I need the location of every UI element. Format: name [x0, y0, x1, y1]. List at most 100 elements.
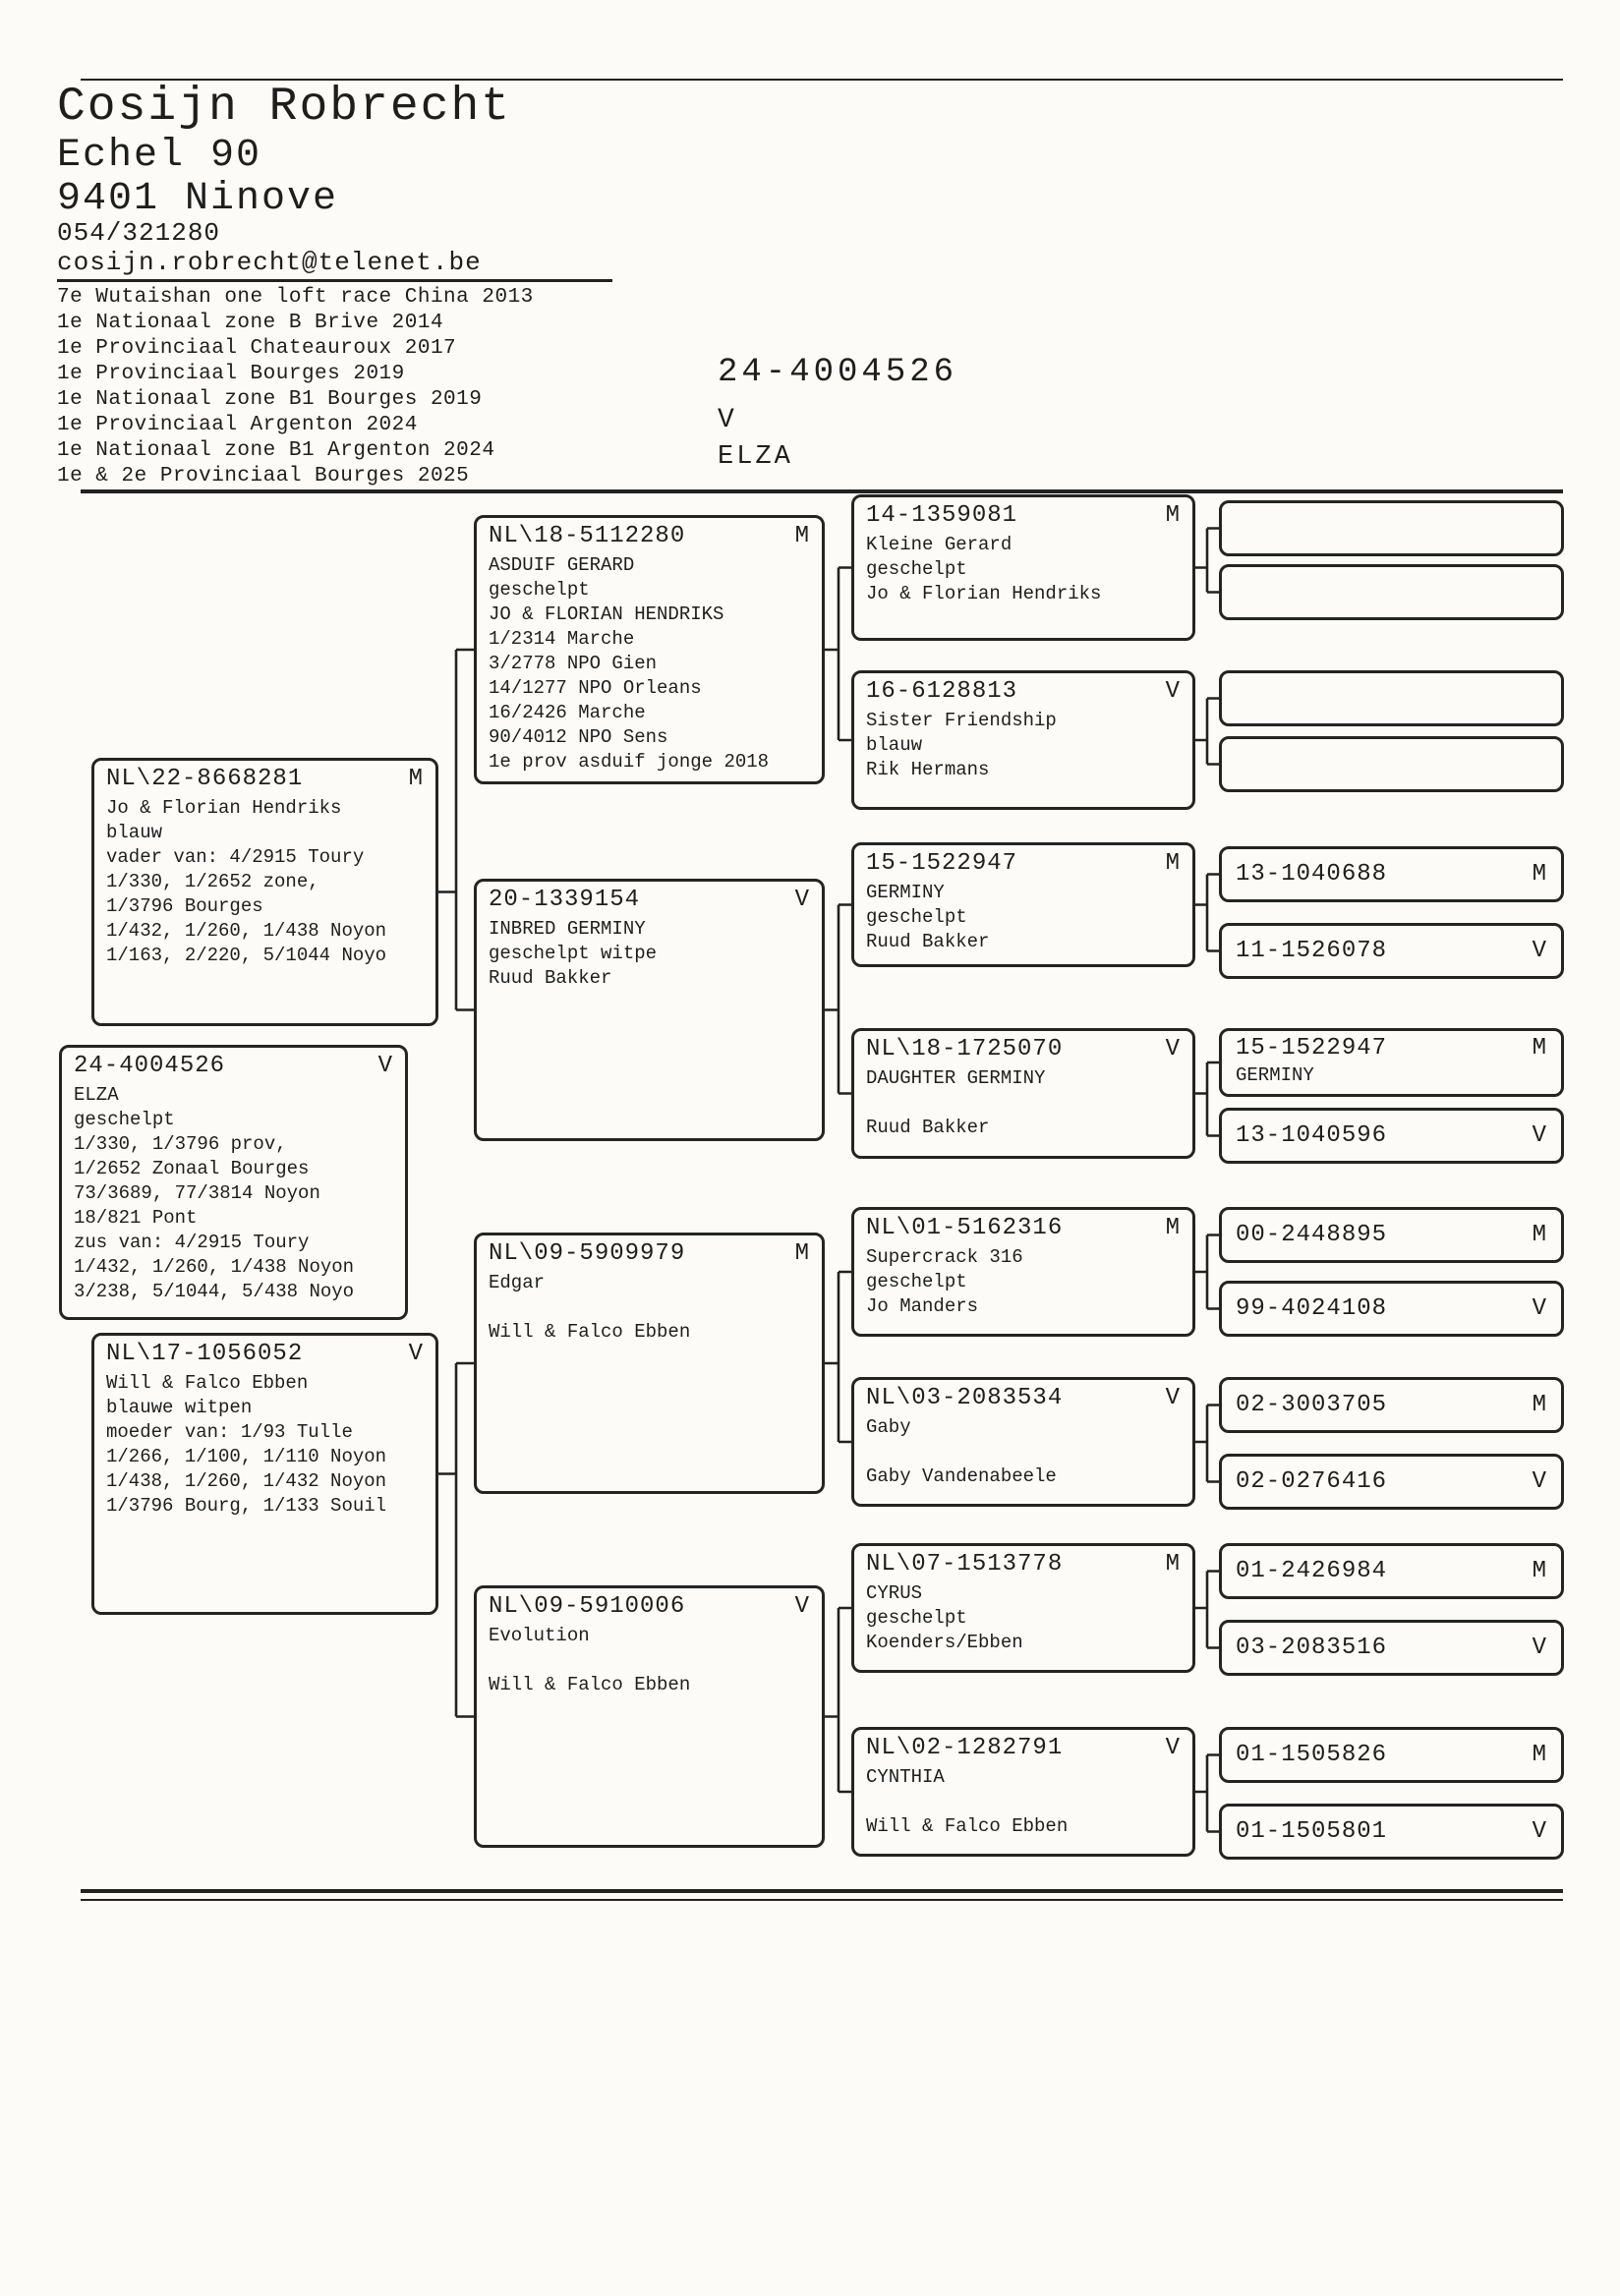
- header-separator-rule: [81, 489, 1563, 493]
- pedigree-box-gen4-16: 01-1505801 V: [1219, 1804, 1564, 1860]
- ring-number: 02-0276416: [1236, 1468, 1388, 1495]
- sex-code: V: [408, 1341, 424, 1367]
- achievement-line: 1e Provinciaal Argenton 2024: [57, 414, 418, 436]
- ring-number: 01-1505801: [1236, 1818, 1388, 1845]
- sex-code: M: [1165, 850, 1181, 877]
- achievement-line: 1e Nationaal zone B1 Bourges 2019: [57, 388, 483, 411]
- box-body: Supercrack 316 geschelpt Jo Manders: [866, 1246, 1023, 1317]
- ring-number: NL\22-8668281: [106, 766, 304, 792]
- box-header: NL\22-8668281 M: [106, 764, 424, 795]
- box-body: CYRUS geschelpt Koenders/Ebben: [866, 1582, 1023, 1653]
- pedigree-box-gen4-4-empty: [1219, 736, 1564, 792]
- pedigree-box-gen4-1-empty: [1219, 500, 1564, 556]
- sex-code: V: [1532, 1818, 1547, 1845]
- sex-code: M: [1532, 861, 1547, 888]
- pedigree-box-gen4-3-empty: [1219, 670, 1564, 726]
- ring-number: NL\09-5909979: [489, 1240, 686, 1267]
- achievement-line: 1e Nationaal zone B1 Argenton 2024: [57, 439, 495, 462]
- box-body: Jo & Florian Hendriks blauw vader van: 4…: [106, 797, 387, 966]
- sex-code: V: [1165, 1735, 1181, 1761]
- pedigree-box-gen2-1: NL\18-5112280 M ASDUIF GERARD geschelpt …: [474, 515, 825, 784]
- box-header: 24-4004526 V: [74, 1051, 393, 1082]
- ring-number: 13-1040596: [1236, 1122, 1388, 1149]
- sex-code: V: [794, 1593, 810, 1620]
- breeder-city: 9401 Ninove: [57, 177, 339, 221]
- box-body: Evolution Will & Falco Ebben: [489, 1625, 691, 1695]
- pedigree-box-gen3-7: NL\07-1513778 M CYRUS geschelpt Koenders…: [851, 1543, 1195, 1673]
- sex-code: M: [1532, 1392, 1547, 1418]
- sex-code: M: [1532, 1742, 1547, 1768]
- ring-number: 15-1522947: [1236, 1035, 1388, 1062]
- sex-code: M: [1532, 1222, 1547, 1248]
- sex-code: M: [1165, 1551, 1181, 1578]
- sex-code: M: [1165, 1215, 1181, 1241]
- ring-number: NL\07-1513778: [866, 1551, 1064, 1578]
- box-header: 15-1522947 M: [866, 848, 1181, 880]
- box-body: Sister Friendship blauw Rik Hermans: [866, 710, 1057, 780]
- sex-code: V: [1165, 678, 1181, 705]
- top-rule: [81, 79, 1563, 81]
- ring-number: 11-1526078: [1236, 938, 1388, 964]
- box-header: NL\18-5112280 M: [489, 521, 810, 552]
- sex-code: V: [1165, 1036, 1181, 1062]
- sex-code: M: [408, 766, 424, 792]
- sex-code: V: [1532, 1635, 1547, 1661]
- pedigree-box-gen4-13: 01-2426984 M: [1219, 1543, 1564, 1599]
- box-header: NL\01-5162316 M: [866, 1213, 1181, 1244]
- achievement-line: 1e Provinciaal Chateauroux 2017: [57, 337, 457, 360]
- box-body: CYNTHIA Will & Falco Ebben: [866, 1766, 1069, 1837]
- breeder-street: Echel 90: [57, 134, 262, 178]
- box-header: 14-1359081 M: [866, 500, 1181, 532]
- ring-number: 01-2426984: [1236, 1558, 1388, 1584]
- box-body: Gaby Gaby Vandenabeele: [866, 1416, 1057, 1487]
- achievement-line: 7e Wutaishan one loft race China 2013: [57, 286, 534, 309]
- pedigree-box-gen2-2: 20-1339154 V INBRED GERMINY geschelpt wi…: [474, 879, 825, 1141]
- box-body: ELZA geschelpt 1/330, 1/3796 prov, 1/265…: [74, 1084, 355, 1302]
- breeder-name: Cosijn Robrecht: [57, 81, 512, 134]
- sex-code: V: [377, 1053, 393, 1079]
- box-body: DAUGHTER GERMINY Ruud Bakker: [866, 1067, 1046, 1138]
- pedigree-box-gen4-5: 13-1040688 M: [1219, 846, 1564, 902]
- bird-sex-code: V: [718, 405, 736, 435]
- sex-code: V: [1165, 1385, 1181, 1411]
- box-header: NL\09-5909979 M: [489, 1238, 810, 1270]
- ring-number: 20-1339154: [489, 887, 641, 913]
- sex-code: V: [1532, 938, 1547, 964]
- pedigree-box-gen3-1: 14-1359081 M Kleine Gerard geschelpt Jo …: [851, 494, 1195, 641]
- pedigree-box-gen4-8: 13-1040596 V: [1219, 1108, 1564, 1164]
- box-header: NL\02-1282791 V: [866, 1733, 1181, 1764]
- pedigree-box-mother: NL\17-1056052 V Will & Falco Ebben blauw…: [91, 1333, 438, 1615]
- box-body: Edgar Will & Falco Ebben: [489, 1272, 691, 1343]
- ring-number: NL\09-5910006: [489, 1593, 686, 1620]
- box-body: Will & Falco Ebben blauwe witpen moeder …: [106, 1372, 387, 1517]
- box-header: 20-1339154 V: [489, 885, 810, 916]
- pedigree-box-gen3-4: NL\18-1725070 V DAUGHTER GERMINY Ruud Ba…: [851, 1028, 1195, 1159]
- box-body: Kleine Gerard geschelpt Jo & Florian Hen…: [866, 534, 1102, 604]
- pedigree-box-gen2-4: NL\09-5910006 V Evolution Will & Falco E…: [474, 1585, 825, 1848]
- ring-number: 00-2448895: [1236, 1222, 1388, 1248]
- pedigree-box-gen4-15: 01-1505826 M: [1219, 1727, 1564, 1783]
- ring-number: 24-4004526: [74, 1053, 226, 1079]
- ring-number: NL\03-2083534: [866, 1385, 1064, 1411]
- box-header: NL\17-1056052 V: [106, 1339, 424, 1370]
- ring-number: NL\18-5112280: [489, 523, 686, 549]
- ring-number: NL\02-1282791: [866, 1735, 1064, 1761]
- achievement-line: 1e Provinciaal Bourges 2019: [57, 363, 405, 385]
- box-header: NL\18-1725070 V: [866, 1034, 1181, 1065]
- box-header: 16-6128813 V: [866, 676, 1181, 708]
- pedigree-box-father: NL\22-8668281 M Jo & Florian Hendriks bl…: [91, 758, 438, 1026]
- box-body: GERMINY geschelpt Ruud Bakker: [866, 882, 990, 952]
- ring-number: NL\01-5162316: [866, 1215, 1064, 1241]
- pedigree-box-gen3-2: 16-6128813 V Sister Friendship blauw Rik…: [851, 670, 1195, 810]
- ring-number: 14-1359081: [866, 502, 1018, 529]
- pedigree-box-gen3-6: NL\03-2083534 V Gaby Gaby Vandenabeele: [851, 1377, 1195, 1507]
- bird-ring-number: 24-4004526: [718, 354, 958, 391]
- sex-code: M: [1165, 502, 1181, 529]
- breeder-phone: 054/321280: [57, 218, 221, 248]
- pedigree-box-gen4-12: 02-0276416 V: [1219, 1454, 1564, 1510]
- pedigree-box-gen4-2-empty: [1219, 564, 1564, 620]
- ring-number: 16-6128813: [866, 678, 1018, 705]
- achievement-line: 1e & 2e Provinciaal Bourges 2025: [57, 465, 470, 488]
